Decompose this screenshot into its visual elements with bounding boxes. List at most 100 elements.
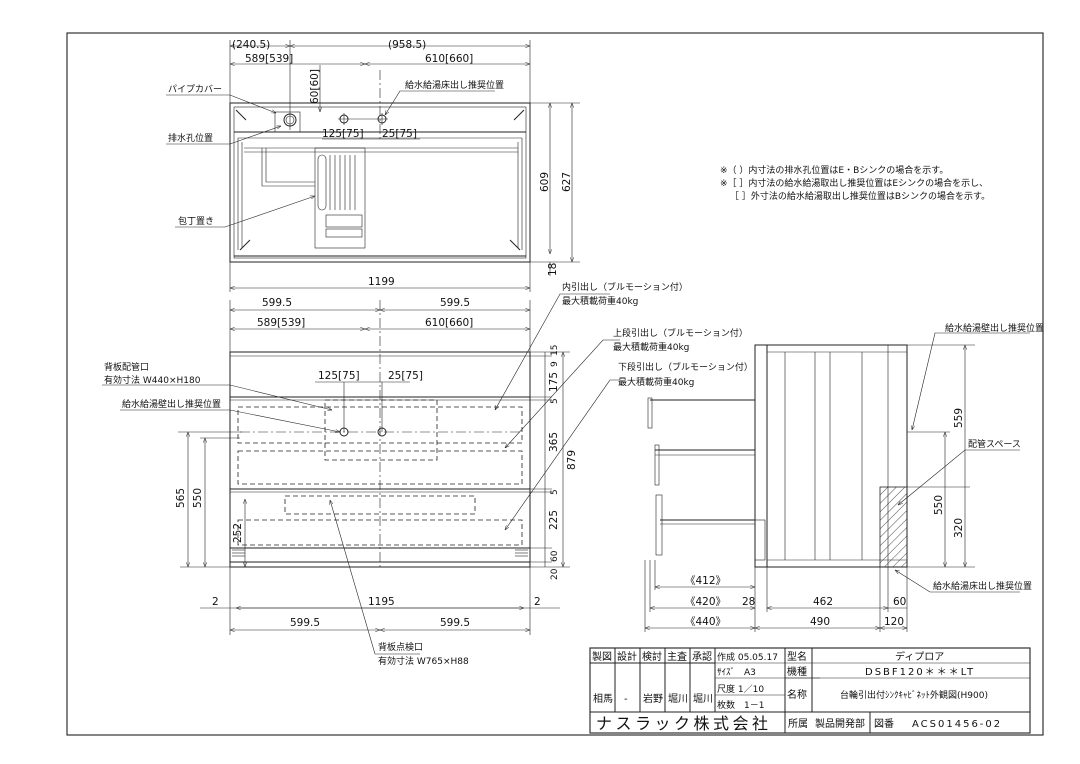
dim: 610[660]	[425, 53, 473, 65]
label-pipe-cover: パイプカバー	[168, 84, 222, 95]
dim: 879	[566, 450, 578, 470]
drawing-no: ACS01456-02	[912, 719, 1002, 730]
dim: 120	[884, 616, 904, 628]
label-drain: 排水孔位置	[168, 132, 213, 144]
dim: 462	[813, 596, 833, 608]
created-date: 作成 05.05.17	[717, 651, 778, 663]
dim: 589[539]	[245, 53, 293, 65]
front-view	[102, 293, 620, 655]
dim: 599.5	[290, 617, 320, 629]
label-inspect-port: 背板点検口	[378, 641, 423, 653]
label-max-load: 最大積載荷重40kg	[618, 376, 694, 388]
side-view-text: 《412》 《420》 28 462 60 《440》 490 120 559 …	[685, 322, 1044, 628]
dim: 627	[561, 172, 573, 192]
name-chief: 堀川	[668, 693, 688, 705]
drawing-title: 台輪引出付ｼﾝｸｷｬﾋﾞﾈｯﾄ外観図(H900)	[840, 689, 988, 701]
dim: 1195	[368, 596, 395, 608]
front-view-text: 599.5 599.5 589[539] 610[660] 125[75] 25…	[104, 281, 753, 667]
side-view	[644, 332, 1030, 632]
company-name: ナスラック株式会社	[596, 714, 772, 733]
dim: 565	[175, 488, 187, 508]
label-floor-supply: 給水給湯床出し推奨位置	[933, 580, 1032, 592]
dim: 《420》	[685, 596, 726, 608]
dim: 《412》	[685, 575, 726, 587]
dim: 2	[212, 596, 219, 608]
label-floor-supply: 給水給湯床出し推奨位置	[405, 79, 504, 91]
dim: 490	[810, 616, 830, 628]
note: ※（ ）内寸法の排水孔位置はE・Bシンクの場合を示す。	[720, 164, 948, 176]
label-knife-holder: 包丁置き	[178, 215, 214, 227]
label-inspect-size: 有効寸法 W765×H88	[378, 655, 469, 667]
label-max-load: 最大積載荷重40kg	[613, 341, 689, 353]
scale: 尺度 1／10	[717, 683, 764, 695]
notes: ※（ ）内寸法の排水孔位置はE・Bシンクの場合を示す。 ※［ ］内寸法の給水給湯…	[720, 164, 990, 202]
dim: 609	[539, 172, 551, 192]
dim: 365	[548, 432, 560, 452]
dim: 5	[550, 489, 560, 495]
note: ［ ］外寸法の給水給湯取出し推奨位置はBシンクの場合を示す。	[730, 190, 990, 202]
dim: 25[75]	[388, 370, 423, 382]
name-drafter: 相馬	[593, 692, 613, 705]
top-view-text: (240.5) (958.5) 589[539] 610[660] 60[60]…	[168, 39, 573, 288]
dim: 599.5	[262, 297, 292, 309]
dim: 9	[550, 361, 560, 367]
dim: 5	[550, 398, 560, 404]
title-block: 製図 設計 検討 主査 承認 相馬 - 岩野 堀川 堀川 作成 05.05.17…	[589, 647, 1031, 734]
dim: (958.5)	[388, 39, 426, 51]
label-max-load: 最大積載荷重40kg	[562, 295, 638, 307]
dim: 28	[742, 596, 755, 608]
drawing-no-label: 図番	[874, 718, 894, 730]
model-no: DSBF120＊＊＊LT	[865, 667, 975, 678]
top-view	[166, 40, 580, 292]
header-drafter: 製図	[592, 650, 612, 663]
dim: (240.5)	[232, 39, 270, 51]
dim: 125[75]	[322, 128, 364, 140]
dim: 《440》	[685, 616, 726, 628]
dim: 225	[548, 510, 560, 530]
header-approver: 承認	[692, 650, 712, 663]
model-name: ディプロア	[895, 650, 944, 663]
dim: 175	[548, 372, 560, 392]
model-name-label: 型名	[787, 650, 807, 663]
dim: 559	[953, 408, 965, 428]
dim: 60[60]	[309, 69, 321, 104]
dim: 20	[550, 568, 560, 580]
dim: 252	[232, 523, 244, 543]
dim: 550	[192, 488, 204, 508]
dim: 599.5	[440, 617, 470, 629]
dim: 2	[534, 596, 541, 608]
label-wall-supply: 給水給湯壁出し推奨位置	[122, 398, 221, 410]
label-upper-drawer: 上段引出し（ブルモーション付）	[613, 327, 748, 339]
dim: 1199	[368, 276, 395, 288]
dim: 18	[547, 263, 559, 276]
paper-size: ｻｲｽﾞ A3	[717, 667, 756, 678]
label-lower-drawer: 下段引出し（ブルモーション付）	[618, 361, 753, 373]
header-designer: 設計	[617, 650, 637, 663]
label-pipe-space: 配管スペース	[968, 438, 1021, 450]
title-label: 名称	[787, 688, 807, 701]
dim: 589[539]	[257, 317, 305, 329]
dept: 製品開発部	[815, 717, 865, 730]
sheet-count: 枚数 1－1	[717, 699, 764, 711]
dim: 15	[550, 345, 560, 356]
dim: 60	[893, 596, 906, 608]
sheet-border	[66, 32, 1044, 736]
dim: 599.5	[440, 297, 470, 309]
dim: 550	[933, 495, 945, 515]
name-reviewer: 岩野	[643, 692, 663, 705]
dim: 125[75]	[318, 370, 360, 382]
header-reviewer: 検討	[642, 650, 662, 663]
label-back-port-size: 有効寸法 W440×H180	[104, 374, 201, 386]
dim: 610[660]	[425, 317, 473, 329]
name-approver: 堀川	[693, 693, 713, 705]
dim: 60	[550, 550, 560, 562]
dim: 320	[953, 518, 965, 538]
dim: 25[75]	[382, 128, 417, 140]
label-wall-supply: 給水給湯壁出し推奨位置	[945, 322, 1044, 334]
name-designer: -	[624, 694, 628, 705]
label-inner-drawer: 内引出し（ブルモーション付）	[562, 281, 688, 293]
model-no-label: 機種	[787, 665, 807, 678]
header-chief: 主査	[667, 650, 687, 663]
label-back-port: 背板配管口	[104, 361, 149, 373]
